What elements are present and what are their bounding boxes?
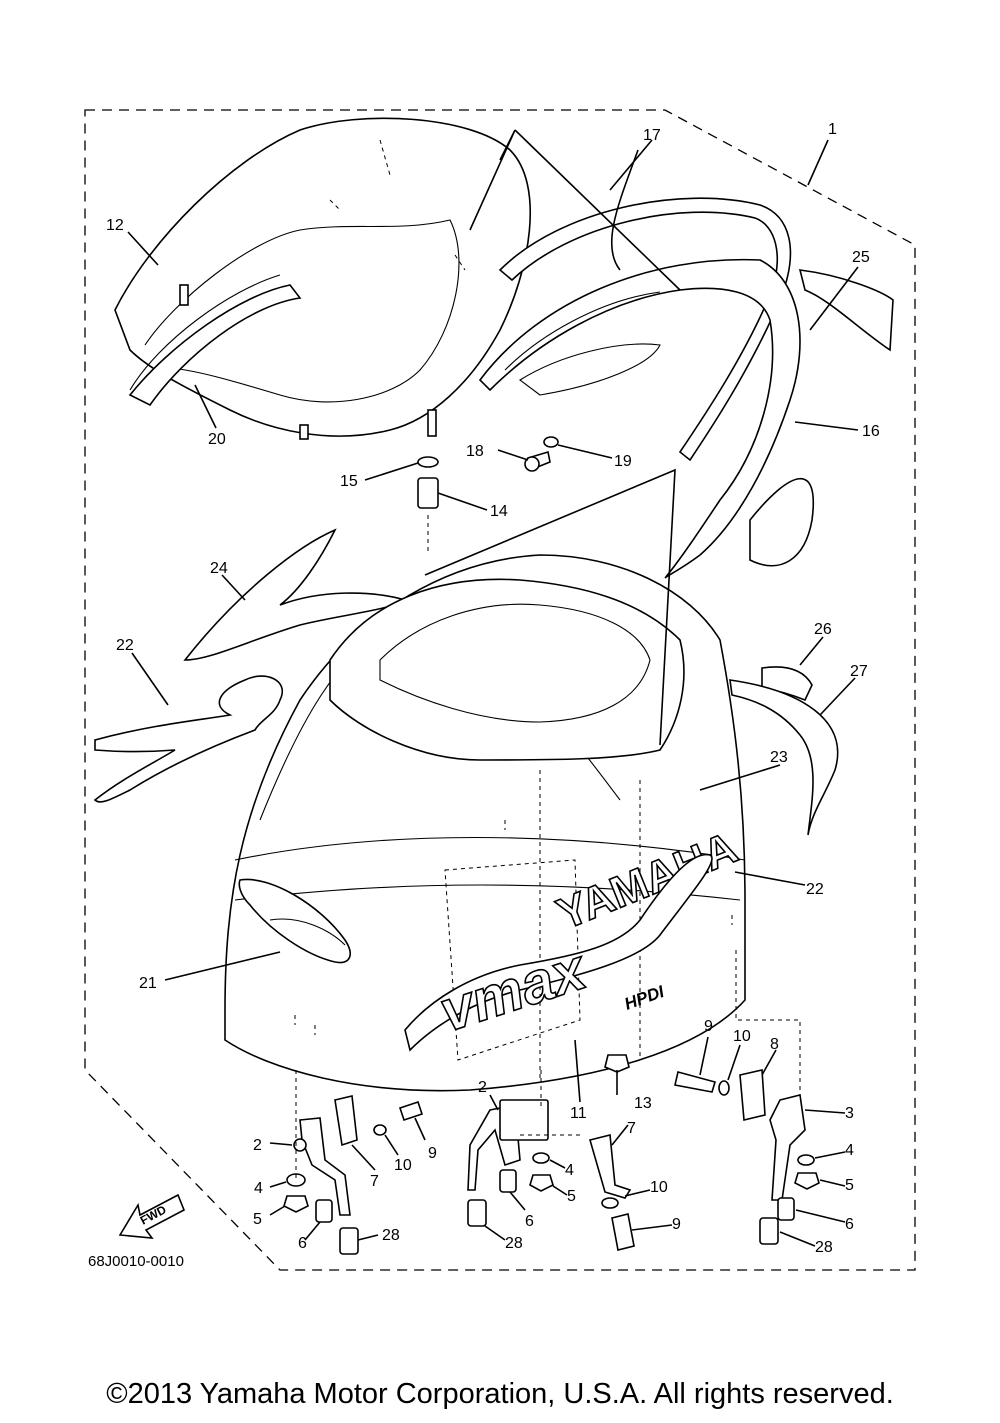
leader-lines [127, 129, 859, 1247]
callout-3: 3 [845, 1105, 854, 1122]
callout-13: 13 [634, 1095, 652, 1112]
back-cover-part-16 [478, 258, 814, 579]
top-cover-part-12 [114, 117, 532, 440]
callout-22-left: 22 [116, 637, 134, 654]
emblem-part-21 [238, 878, 351, 964]
callout-22-right: 22 [806, 881, 824, 898]
forward-arrow-icon: FWD [118, 1193, 186, 1239]
cap-part-28-right [759, 1217, 779, 1245]
callout-15: 15 [340, 473, 358, 490]
callout-20: 20 [208, 431, 226, 448]
callout-17: 17 [643, 127, 661, 144]
callout-27: 27 [850, 663, 868, 680]
bolt-part-18 [524, 450, 551, 472]
bolt-part-9-left [398, 1100, 424, 1122]
washer-part-10-left [373, 1124, 387, 1136]
diagram-code: 68J0010-0010 [88, 1253, 184, 1270]
callout-26: 26 [814, 621, 832, 638]
callout-labels: 1 17 12 25 16 20 18 19 15 14 24 26 22 27… [106, 121, 880, 1256]
callout-19: 19 [614, 453, 632, 470]
callout-14: 14 [490, 503, 508, 520]
nut-part-13 [604, 1054, 630, 1073]
seal-part-20 [128, 284, 302, 407]
callout-9-left: 9 [428, 1145, 437, 1162]
callout-2-center: 2 [478, 1079, 487, 1096]
cap-part-28-left [339, 1227, 359, 1255]
nut-part-5-center [529, 1174, 554, 1192]
callout-9-center: 9 [672, 1216, 681, 1233]
bracket-part-2-center [467, 1099, 549, 1191]
bracket-part-7-left [334, 1095, 358, 1147]
copyright-notice: ©2013 Yamaha Motor Corporation, U.S.A. A… [106, 1378, 894, 1410]
callout-25: 25 [852, 249, 870, 266]
callout-16: 16 [862, 423, 880, 440]
callout-28-right: 28 [815, 1239, 833, 1256]
decal-part-25 [798, 269, 894, 352]
callout-18: 18 [466, 443, 484, 460]
bracket-part-8 [739, 1069, 766, 1121]
callout-28-left: 28 [382, 1227, 400, 1244]
assembly-lines [295, 515, 801, 1180]
callout-8: 8 [770, 1036, 779, 1053]
bracket-part-2-left [293, 1117, 351, 1216]
bracket-part-7-center [589, 1133, 632, 1199]
callout-4-left: 4 [254, 1180, 263, 1197]
assembly-boundary [84, 109, 916, 1271]
callout-5-center: 5 [567, 1188, 576, 1205]
callout-2-left: 2 [253, 1137, 262, 1154]
washer-part-4-center [532, 1152, 550, 1164]
callout-10-left: 10 [394, 1157, 412, 1174]
callout-9-right: 9 [704, 1018, 713, 1035]
bolt-part-9-right [674, 1071, 717, 1093]
nut-part-5-right [794, 1172, 820, 1190]
callout-23: 23 [770, 749, 788, 766]
washer-part-4-right [797, 1154, 815, 1166]
callout-12: 12 [106, 217, 124, 234]
callout-10-center: 10 [650, 1179, 668, 1196]
washer-part-10-right [718, 1080, 730, 1096]
callout-6-right: 6 [845, 1216, 854, 1233]
callout-24: 24 [210, 560, 228, 577]
bolt-part-9-center [611, 1213, 635, 1251]
bushing-part-6-center [499, 1169, 517, 1193]
callout-7-left: 7 [370, 1173, 379, 1190]
bushing-part-6-right [777, 1197, 795, 1221]
callout-7-center: 7 [627, 1120, 636, 1137]
callout-1: 1 [828, 121, 837, 138]
decal-part-24 [183, 528, 407, 661]
bushing-part-6-left [315, 1199, 333, 1223]
callout-10-right: 10 [733, 1028, 751, 1045]
callout-5-right: 5 [845, 1177, 854, 1194]
nut-part-5-left [283, 1195, 309, 1213]
washer-part-15 [417, 456, 439, 468]
rim-part-17 [498, 197, 792, 462]
callout-28-center: 28 [505, 1235, 523, 1252]
washer-part-19 [543, 436, 559, 448]
callout-6-left: 6 [298, 1235, 307, 1252]
cap-part-28-center [467, 1199, 487, 1227]
washer-part-10-center [601, 1197, 619, 1209]
callout-4-right: 4 [845, 1142, 854, 1159]
decal-part-22-left [93, 675, 283, 803]
callout-6-center: 6 [525, 1213, 534, 1230]
collar-part-14 [417, 477, 439, 509]
decal-part-27 [729, 679, 839, 836]
callout-11: 11 [570, 1105, 587, 1122]
callout-5-left: 5 [253, 1211, 262, 1228]
callout-4-center: 4 [565, 1162, 574, 1179]
callout-21: 21 [139, 975, 157, 992]
